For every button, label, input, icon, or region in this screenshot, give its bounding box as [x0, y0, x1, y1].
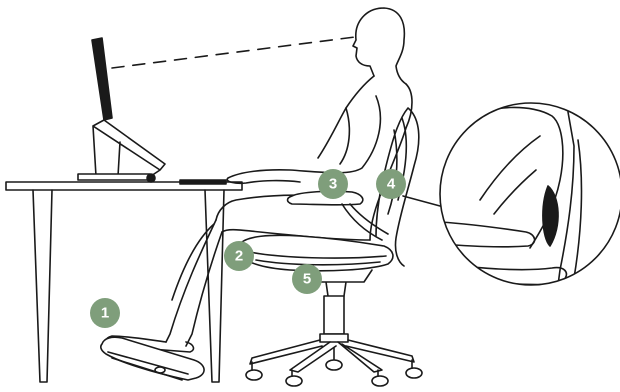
callout-seat-depth: 5	[292, 264, 322, 294]
zoom-circle-border	[440, 103, 620, 285]
office-chair	[240, 108, 422, 386]
chair-casters	[246, 348, 422, 386]
callout-armrest: 3	[318, 169, 348, 199]
keyboard	[180, 180, 226, 184]
laptop-stand-foot	[147, 174, 155, 182]
chair-cylinder-base	[320, 334, 348, 342]
callout-lumbar-support: 4	[376, 169, 406, 199]
callout-number: 4	[387, 176, 396, 193]
person-arm	[227, 96, 380, 183]
callout-number: 2	[235, 248, 243, 265]
callout-number: 5	[303, 271, 311, 288]
person-leg-back	[186, 232, 222, 346]
person-chest	[318, 76, 374, 158]
laptop-on-stand	[78, 37, 355, 182]
callout-seat-height: 2	[224, 241, 254, 271]
laptop-screen	[92, 38, 112, 120]
zoom-leader-line	[403, 196, 440, 206]
person-head	[353, 8, 406, 84]
desk-leg-right	[205, 190, 224, 382]
callout-number: 1	[101, 305, 109, 322]
callout-number: 3	[329, 176, 337, 193]
desk-leg-left	[33, 190, 52, 382]
laptop-base	[78, 174, 150, 180]
callout-footrest: 1	[90, 298, 120, 328]
chair-backrest-inner	[388, 118, 406, 214]
chair-arm-support	[342, 204, 388, 240]
laptop-stand	[80, 120, 165, 178]
chair-cylinder	[324, 296, 344, 334]
lumbar-zoom-detail	[403, 103, 620, 300]
eye-line	[112, 37, 355, 68]
